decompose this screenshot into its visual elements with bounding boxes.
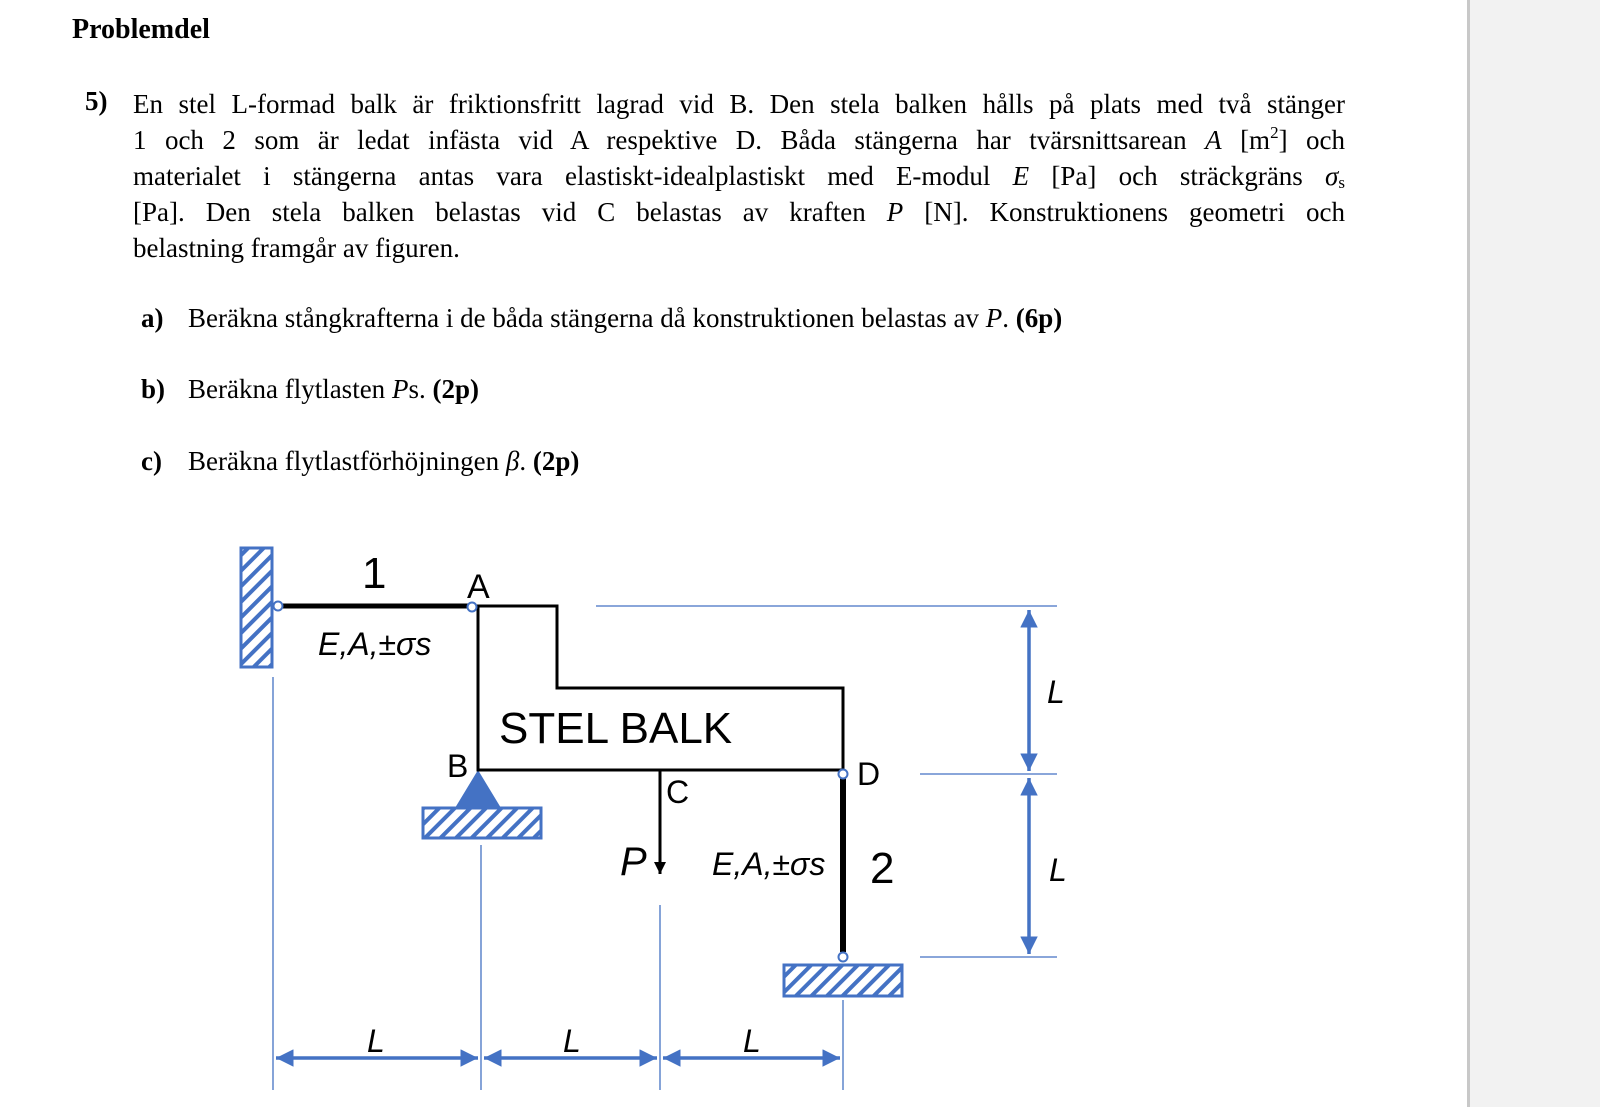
question-label: c) (141, 446, 162, 476)
statement-line: [Pa]. Den stela balken belastas vid C be… (133, 194, 1345, 230)
var-A: A (1205, 125, 1222, 155)
question-text: Beräkna stångkrafterna i de båda stänger… (188, 303, 986, 333)
dim-label: L (1049, 852, 1067, 888)
dimension-arrows (276, 610, 1038, 1067)
text: [Pa]. Den stela balken belastas vid C be… (133, 197, 887, 227)
question-text: . (519, 446, 533, 476)
section-heading: Problemdel (72, 14, 210, 45)
dim-label: L (1047, 674, 1065, 710)
question-b: b) Beräkna flytlasten Ps. (2p) (141, 374, 479, 405)
question-label: a) (141, 303, 164, 333)
dim-label: L (743, 1023, 761, 1059)
statement-line: materialet i stängerna antas vara elasti… (133, 158, 1345, 194)
text: materialet i stängerna antas vara elasti… (133, 161, 1013, 191)
text: [m (1221, 125, 1271, 155)
question-text: s. (408, 374, 433, 404)
question-c: c) Beräkna flytlastförhöjningen β. (2p) (141, 446, 579, 477)
hinge-d (837, 768, 849, 780)
question-text: . (1002, 303, 1016, 333)
question-var: P (985, 303, 1003, 333)
statement-line: En stel L-formad balk är friktionsfritt … (133, 89, 1345, 119)
hinge-wall (272, 600, 284, 612)
var-P: P (886, 197, 904, 227)
rigid-beam (472, 604, 845, 772)
left-wall-support (239, 546, 274, 669)
question-text: Beräkna flytlastförhöjningen (188, 446, 506, 476)
document-page: Problemdel 5) En stel L-formad balk är f… (0, 0, 1470, 1107)
text: [Pa] och sträckgräns (1029, 161, 1326, 191)
dimension-guides (272, 605, 1057, 1090)
dim-label: L (367, 1023, 385, 1059)
hinge-ground (837, 951, 849, 963)
hinge-a (466, 601, 478, 613)
point-a-label: A (467, 568, 490, 606)
question-points: (2p) (432, 374, 479, 404)
superscript: 2 (1270, 123, 1279, 142)
point-c-label: C (666, 774, 689, 810)
load-label: P (620, 840, 647, 884)
statement-line: 1 och 2 som är ledat infästa vid A respe… (133, 122, 1345, 158)
question-var: P (391, 374, 409, 404)
text: ] och (1278, 125, 1345, 155)
text: [N]. Konstruktionens geometri och (903, 197, 1346, 227)
question-var: β (505, 446, 520, 476)
var-E: E (1012, 161, 1030, 191)
subscript: s (1338, 173, 1345, 192)
statement-line: belastning framgår av figuren. (133, 233, 460, 263)
question-text: Beräkna flytlasten (188, 374, 392, 404)
ground-support-d (782, 963, 904, 998)
var-sigma: σ (1325, 161, 1339, 191)
structure-figure: 1 A E,A,±σs STEL BALK B C D P E,A,±σs 2 … (239, 546, 1067, 1090)
text: 1 och 2 som är ledat infästa vid A respe… (133, 125, 1206, 155)
ground-support-b (421, 806, 543, 840)
side-panel (1470, 0, 1600, 1107)
bar-2-label: 2 (870, 844, 894, 893)
question-label: b) (141, 374, 166, 404)
problem-statement: En stel L-formad balk är friktionsfritt … (133, 86, 1345, 266)
hinges (272, 600, 849, 963)
dim-label: L (563, 1023, 581, 1059)
question-points: (6p) (1015, 303, 1063, 333)
bar-1-properties: E,A,±σs (318, 626, 431, 662)
question-points: (2p) (532, 446, 580, 476)
beam-label: STEL BALK (499, 704, 732, 753)
bar-1-label: 1 (362, 549, 386, 598)
bar-2-properties: E,A,±σs (712, 846, 825, 882)
point-b-label: B (447, 748, 468, 784)
problem-number: 5) (85, 86, 108, 116)
pin-support-b (455, 770, 501, 808)
question-a: a) Beräkna stångkrafterna i de båda stäng… (141, 303, 1062, 334)
point-d-label: D (857, 756, 880, 792)
